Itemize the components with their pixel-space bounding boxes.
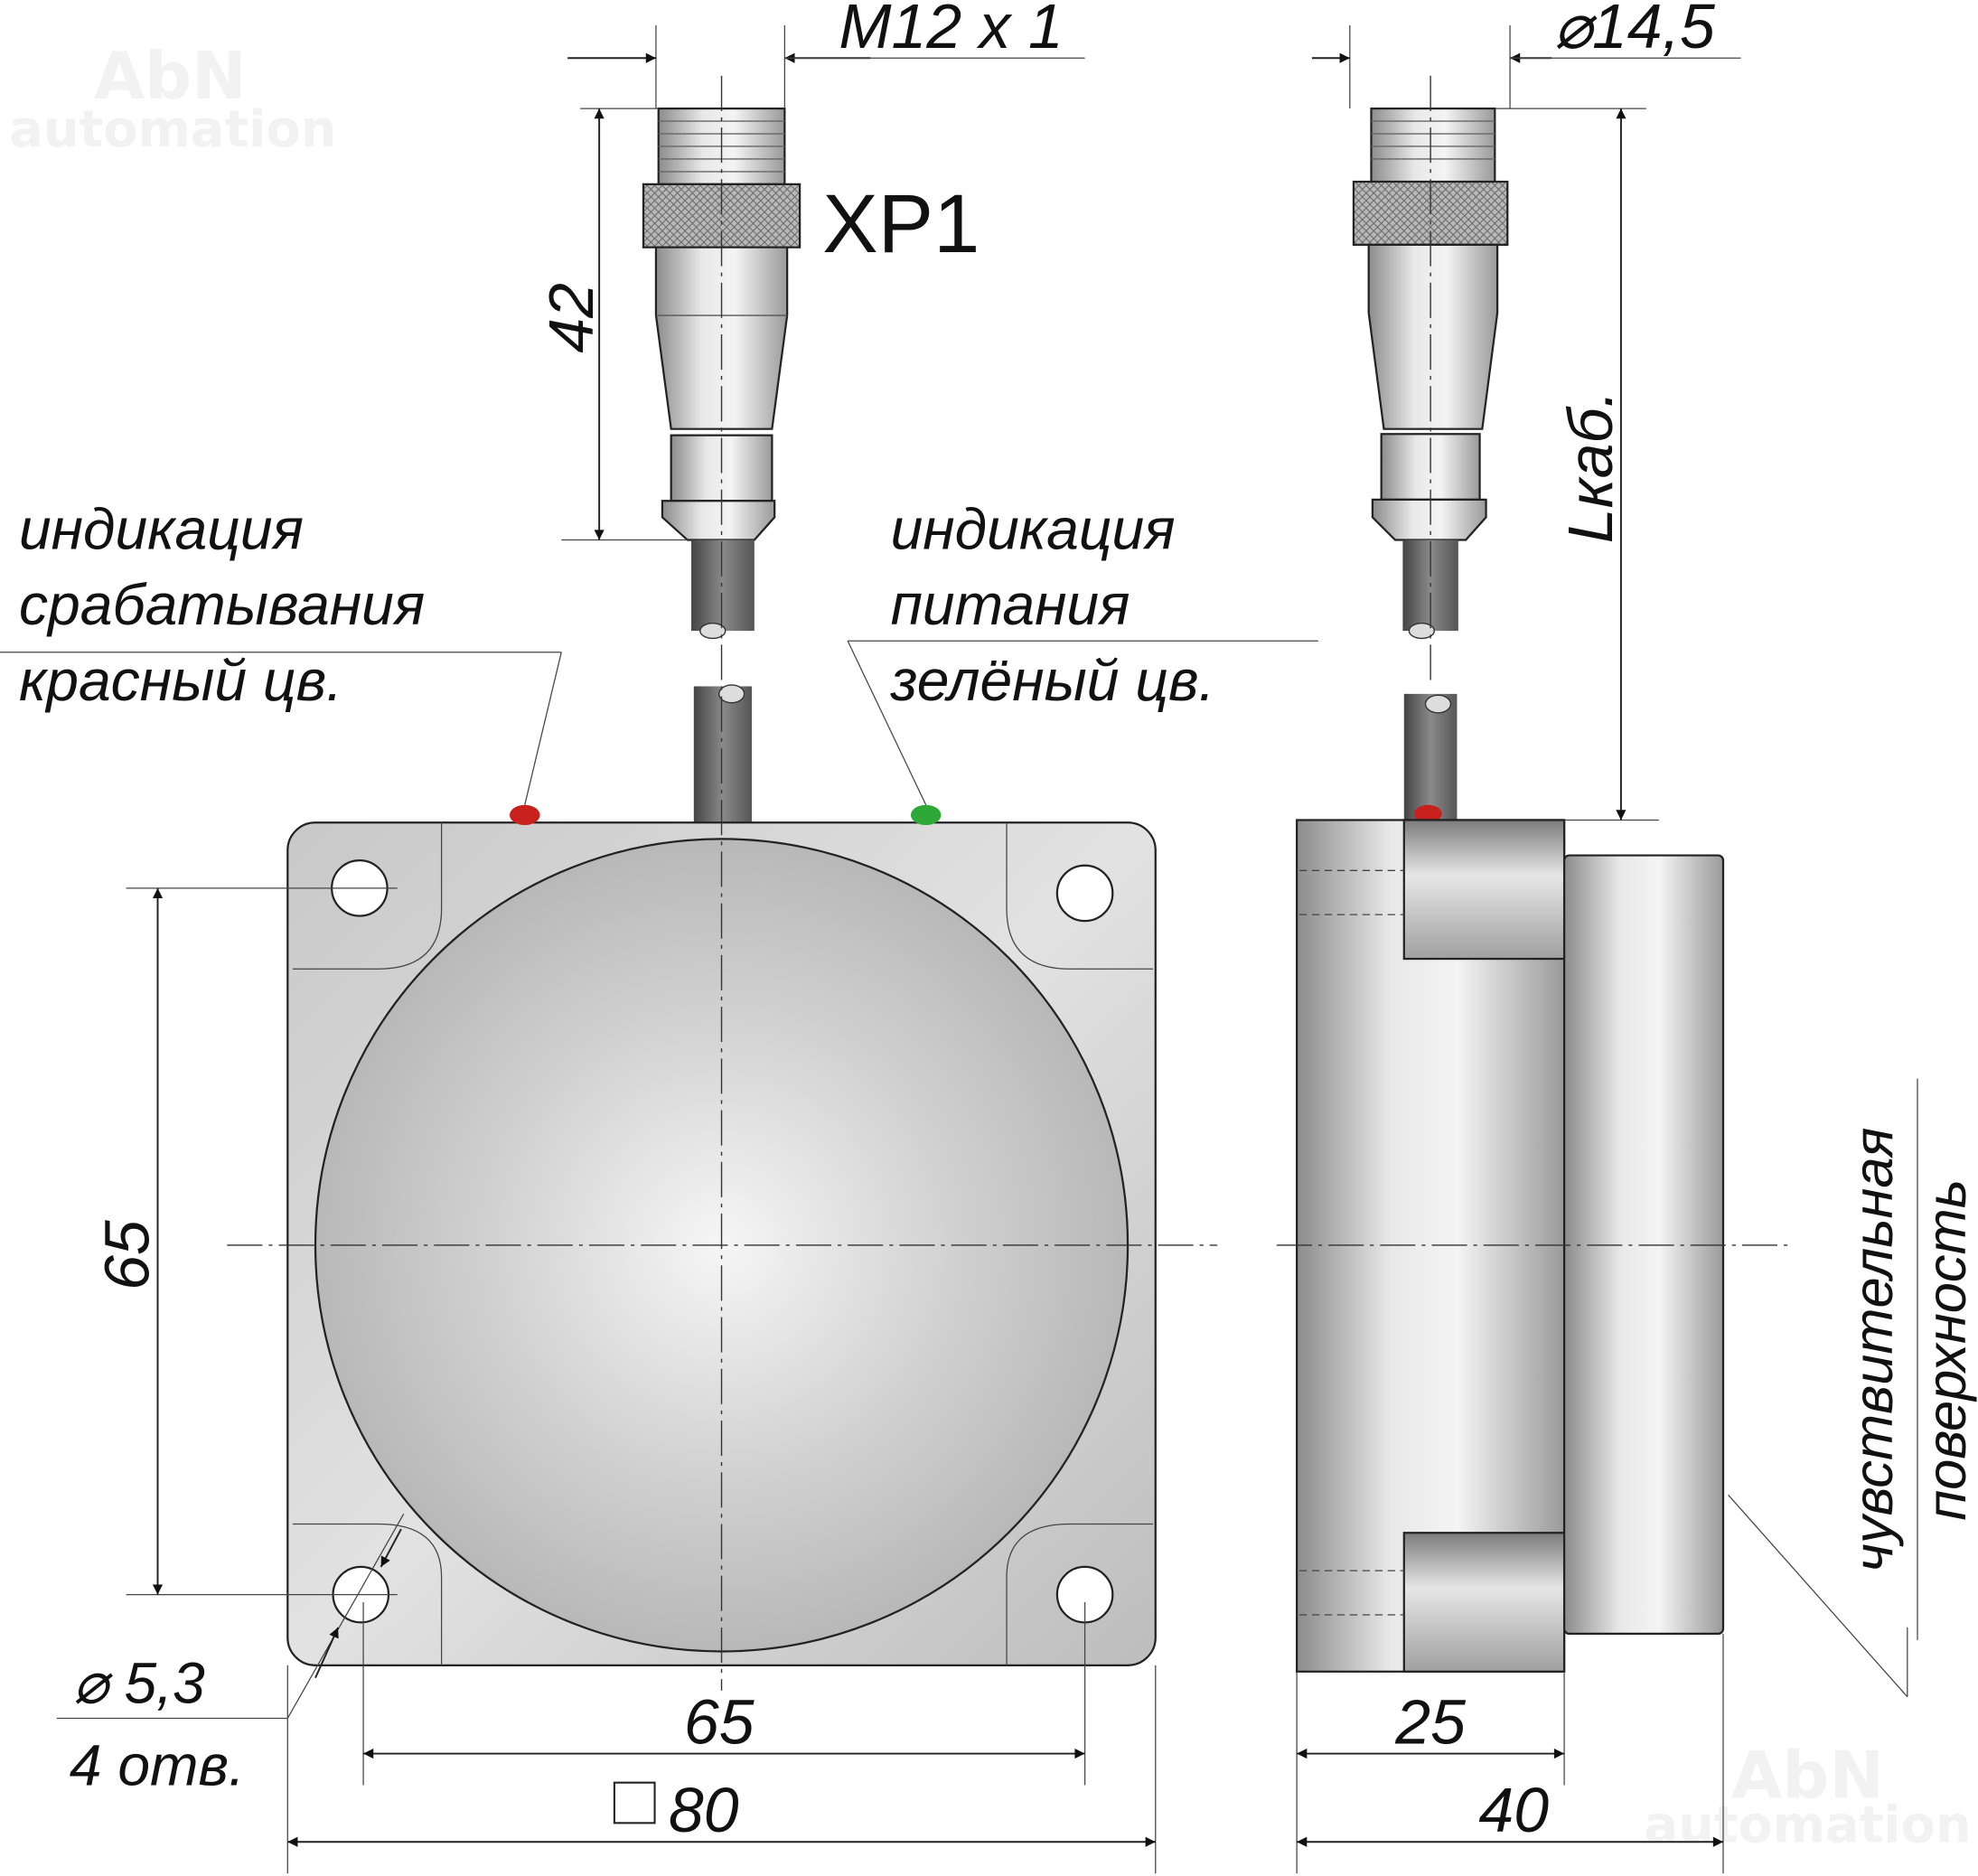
power-indicator-line3: зелёный цв. xyxy=(890,648,1215,713)
watermark-top-left: AbN automation xyxy=(9,39,336,159)
total-depth-label: 40 xyxy=(1478,1775,1549,1845)
body-size-label: 80 xyxy=(669,1775,739,1845)
connector-label: XP1 xyxy=(822,177,980,270)
vertical-hole-spacing-label: 65 xyxy=(92,1220,163,1290)
sensing-surface-line2: поверхность xyxy=(1916,1179,1978,1521)
power-indicator-line1: индикация xyxy=(891,496,1176,561)
diameter-label: ⌀14,5 xyxy=(1554,0,1715,61)
center-lines xyxy=(227,75,1792,1691)
sensing-surface-line1: чувствительная xyxy=(1842,1128,1905,1572)
switching-indicator-line2: срабатывания xyxy=(19,572,425,637)
svg-text:automation: automation xyxy=(9,100,336,159)
svg-text:AbN: AbN xyxy=(94,39,247,115)
switching-indicator-line1: индикация xyxy=(19,496,304,561)
watermark-bottom-right: AbN automation xyxy=(1644,1738,1971,1854)
cable-length-label: Lкаб. xyxy=(1555,390,1626,543)
hole-diameter-label: ⌀ 5,3 xyxy=(73,1651,205,1716)
thread-label: M12 x 1 xyxy=(839,0,1063,61)
hole-count-label: 4 отв. xyxy=(70,1732,245,1797)
square-symbol xyxy=(613,1781,656,1824)
switching-indicator-line3: красный цв. xyxy=(19,648,342,713)
power-indicator-line2: питания xyxy=(891,572,1130,637)
horizontal-hole-spacing-label: 65 xyxy=(684,1686,755,1757)
connector-length-label: 42 xyxy=(536,283,606,353)
svg-text:automation: automation xyxy=(1644,1796,1971,1854)
sensor-side-view xyxy=(1296,693,1725,1673)
svg-text:AbN: AbN xyxy=(1731,1738,1884,1814)
red-led xyxy=(510,804,540,826)
body-depth-label: 25 xyxy=(1394,1686,1466,1757)
dimension-lines xyxy=(0,24,1918,1874)
mounting-holes xyxy=(331,859,1114,1624)
green-led xyxy=(910,804,942,826)
